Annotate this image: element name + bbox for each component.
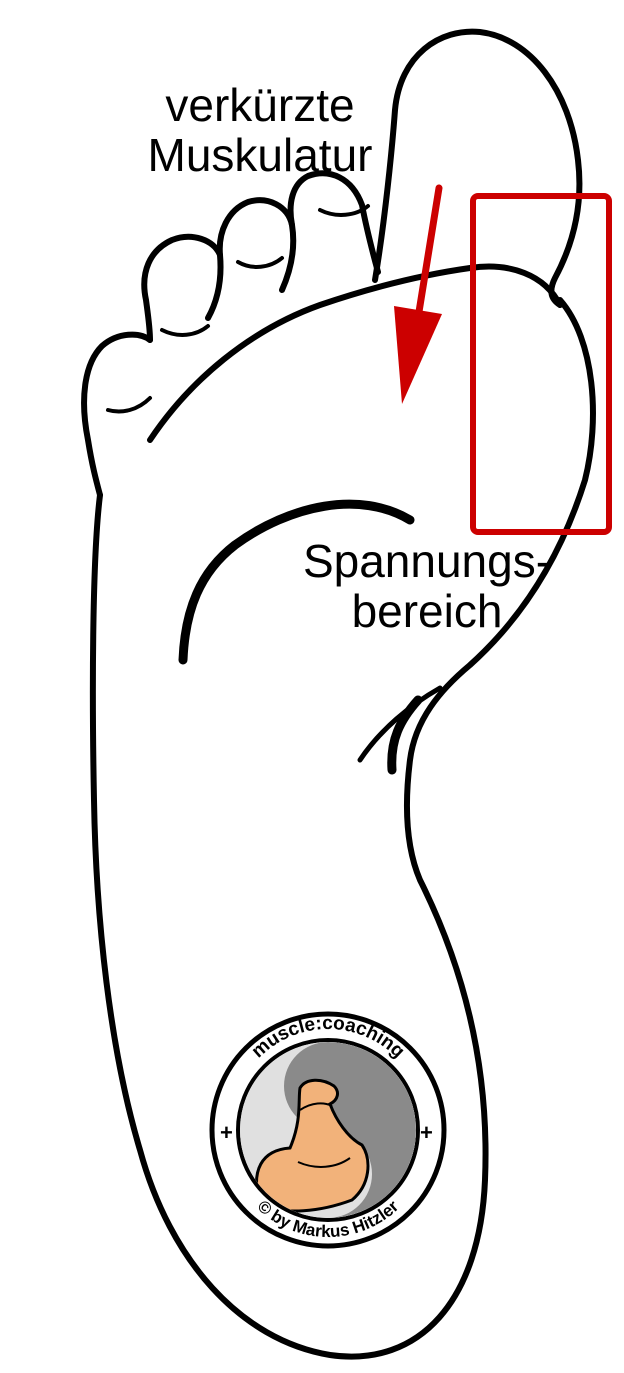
logo-plus-left: + (220, 1120, 233, 1145)
shortened-muscles-line-2: Muskulatur (147, 129, 373, 181)
shortened-muscles-line-1: verkürzte (165, 79, 355, 131)
tension-area-label: Spannungs- bereich (262, 536, 592, 636)
tension-area-line-1: Spannungs- (302, 535, 552, 587)
shortened-muscles-label: verkürzte Muskulatur (100, 80, 420, 180)
foot-sole-outline (81, 28, 596, 1360)
tension-area-line-2: bereich (351, 585, 503, 637)
down-arrow (394, 184, 443, 404)
biceps-logo: muscle:coaching © by Markus Hitzler + + (209, 1011, 447, 1249)
logo-plus-right: + (420, 1120, 433, 1145)
highlight-box (470, 193, 612, 535)
